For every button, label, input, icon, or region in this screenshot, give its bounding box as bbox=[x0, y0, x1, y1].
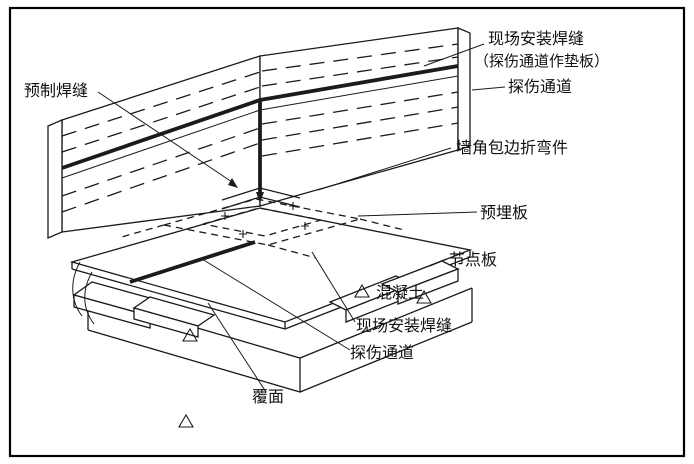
floor-seam-dash bbox=[267, 244, 317, 259]
right-wall-hatch bbox=[261, 43, 459, 157]
right-wall-face bbox=[259, 27, 459, 207]
leader-site-weld-top bbox=[423, 43, 485, 67]
hatch-line bbox=[61, 71, 261, 137]
gusset-plate-left-1-front bbox=[73, 294, 151, 329]
left-wall-edge-strip bbox=[47, 119, 63, 239]
floor-weld-seam bbox=[129, 240, 256, 284]
leader-cladding bbox=[207, 302, 267, 393]
right-wall bbox=[259, 27, 471, 207]
leader-lines bbox=[97, 43, 506, 393]
stud-mark bbox=[221, 212, 229, 220]
border-frame bbox=[8, 6, 686, 458]
precast-weld-arrowhead bbox=[228, 178, 238, 188]
label-gusset-plate: 节点板 bbox=[449, 250, 497, 269]
right-wall-edge-strip bbox=[457, 27, 471, 151]
leader-site-weld-bottom bbox=[311, 251, 356, 323]
label-corner-bend: 墙角包边折弯件 bbox=[456, 138, 568, 157]
hatch-line bbox=[261, 43, 459, 72]
concrete-triangle-icon bbox=[354, 283, 370, 298]
hatch-line bbox=[61, 127, 261, 197]
break-line bbox=[72, 261, 83, 317]
concrete-triangle-icon bbox=[182, 327, 198, 342]
label-precast-weld: 预制焊缝 bbox=[24, 81, 88, 100]
floor-seam-dash bbox=[359, 218, 405, 231]
stud-mark bbox=[239, 230, 247, 238]
concrete-triangle-icon bbox=[416, 289, 432, 304]
concrete-triangle-icon bbox=[178, 413, 194, 428]
leader-corner-bend bbox=[317, 147, 452, 191]
label-site-weld-top-note: （探伤通道作垫板） bbox=[474, 52, 609, 70]
leader-embedded-plate bbox=[357, 211, 478, 217]
concrete-markers bbox=[178, 283, 432, 428]
hatch-line bbox=[61, 86, 261, 153]
gusset-plate-left-2-front bbox=[133, 307, 199, 338]
leader-flaw-channel-top bbox=[471, 86, 506, 91]
labels: 预制焊缝 现场安装焊缝 （探伤通道作垫板） 探伤通道 墙角包边折弯件 预埋板 节… bbox=[24, 29, 609, 406]
hatch-line bbox=[261, 122, 459, 157]
leader-flaw-channel-bottom bbox=[201, 258, 351, 351]
anchor-stud-marks bbox=[221, 202, 309, 238]
left-wall-hatch bbox=[61, 71, 261, 213]
flaw-channel-strip-left bbox=[61, 109, 261, 179]
label-flaw-channel-bottom: 探伤通道 bbox=[350, 343, 414, 362]
hatch-line bbox=[261, 106, 459, 141]
hatch-line bbox=[61, 142, 261, 213]
label-flaw-channel-top: 探伤通道 bbox=[508, 77, 572, 96]
break-lines bbox=[72, 261, 95, 325]
stud-mark bbox=[301, 222, 309, 230]
label-embedded-plate: 预埋板 bbox=[480, 203, 528, 222]
floor-front-left-edge bbox=[71, 268, 286, 330]
corner-weld-arrowhead bbox=[256, 192, 264, 203]
leader-gusset-plate bbox=[429, 258, 447, 267]
label-site-weld-top: 现场安装焊缝 bbox=[488, 29, 584, 48]
embedded-plate-edge bbox=[202, 207, 322, 237]
label-concrete: 混凝土 bbox=[376, 283, 424, 302]
gusset-plate-right-2-front bbox=[397, 268, 459, 305]
hatch-line bbox=[261, 91, 459, 125]
hatch-line bbox=[261, 56, 459, 87]
break-line bbox=[84, 271, 95, 325]
flaw-channel-strip-right bbox=[259, 75, 459, 111]
label-site-weld-bottom: 现场安装焊缝 bbox=[356, 316, 452, 335]
leader-precast-weld bbox=[97, 91, 233, 183]
label-cladding: 覆面 bbox=[252, 387, 284, 406]
floor-seam-dash bbox=[117, 224, 165, 239]
wall-weld-seam-right bbox=[259, 64, 459, 102]
gusset-plates bbox=[72, 260, 460, 338]
